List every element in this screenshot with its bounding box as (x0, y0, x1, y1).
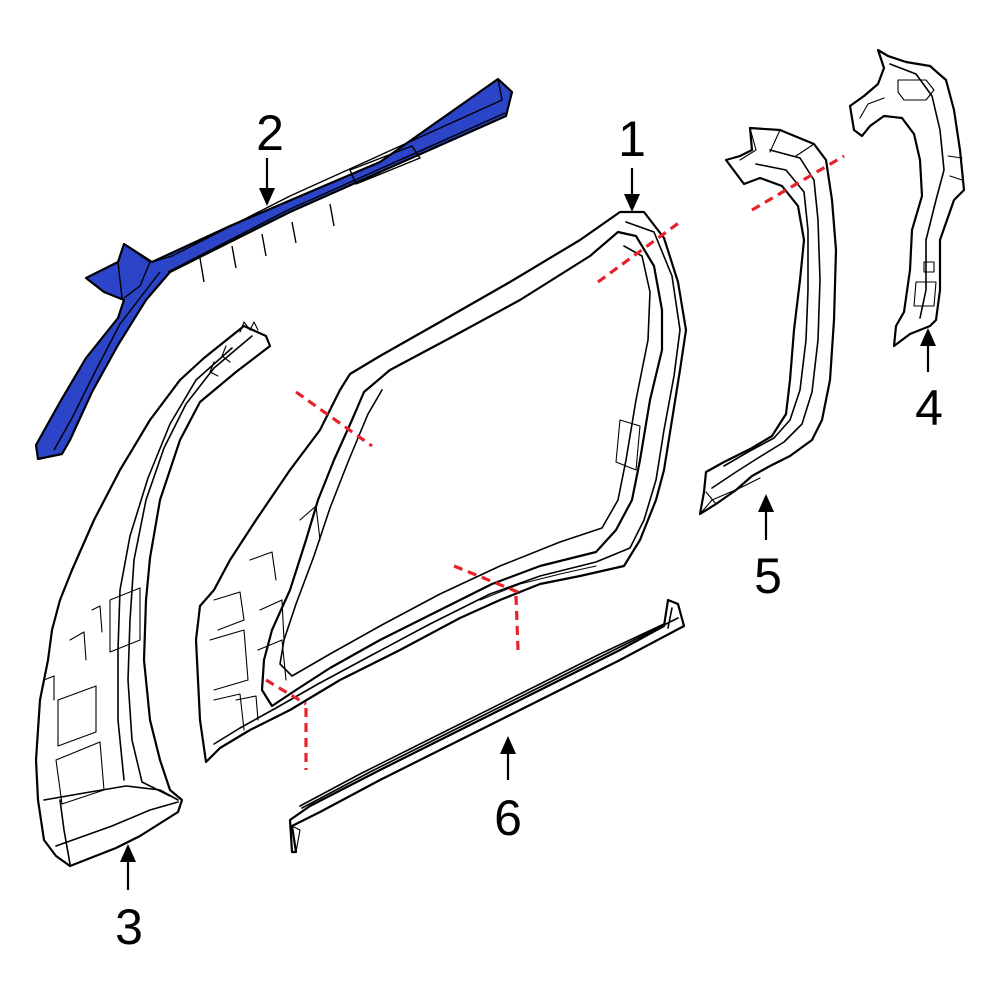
arrow-6-head (500, 736, 516, 754)
callout-number-1: 1 (618, 111, 646, 167)
part-5-shape (698, 126, 838, 516)
part-1-hinge-area (209, 551, 287, 731)
callout-labels: 1 2 3 4 5 6 (115, 105, 943, 955)
part-3-front-pillar[interactable] (34, 321, 272, 868)
part-5-foot (699, 477, 761, 515)
part-2-bracket (117, 243, 151, 299)
part-4-flange (859, 97, 963, 181)
callout-arrows (120, 158, 936, 890)
arrow-4-head (920, 328, 936, 346)
cut-line-b-pillar-top (751, 154, 845, 212)
part-6-detail (299, 607, 679, 809)
callout-number-6: 6 (494, 790, 522, 846)
callout-number-2: 2 (256, 105, 284, 161)
cut-line-sill-front-h (265, 678, 307, 706)
part-5-top (739, 127, 815, 161)
arrow-3-head (120, 844, 136, 862)
cut-line-sill-rear-h (453, 564, 519, 594)
part-6-rocker[interactable] (288, 598, 686, 854)
arrow-1-head (624, 194, 640, 212)
part-2-ribs (199, 145, 421, 283)
part-1-ribs (299, 419, 641, 601)
part-4-socket (897, 79, 937, 307)
part-2-inner-line (53, 271, 161, 451)
part-2-edge (151, 78, 503, 263)
arrow-5-head (758, 494, 774, 512)
part-1-inner (260, 230, 664, 708)
part-2-roof-rail[interactable] (34, 77, 514, 461)
part-3-detail-a (127, 335, 253, 797)
part-6-end (291, 825, 301, 853)
part-2-edge-lower (167, 112, 506, 273)
part-4-rear-pillar[interactable] (848, 48, 966, 348)
part-4-shape (848, 48, 966, 348)
arrow-2-head (259, 188, 275, 206)
cut-line-a-pillar (295, 390, 373, 448)
callout-number-3: 3 (115, 899, 143, 955)
callout-number-5: 5 (754, 548, 782, 604)
part-3-base (43, 785, 179, 865)
part-4-detail (889, 63, 945, 319)
callout-number-4: 4 (915, 380, 943, 436)
part-3-teeth (209, 321, 259, 377)
cut-line-sill-rear-v (514, 595, 520, 651)
part-1-outer-lip (213, 221, 681, 745)
cut-lines (265, 154, 845, 770)
part-3-shape (34, 324, 272, 868)
part-1-inner-lip (279, 245, 651, 677)
part-5-center-pillar[interactable] (698, 126, 838, 516)
part-3-detail-b (117, 347, 233, 781)
part-1-side-aperture[interactable] (194, 210, 688, 764)
cut-line-roof-front (597, 220, 681, 284)
